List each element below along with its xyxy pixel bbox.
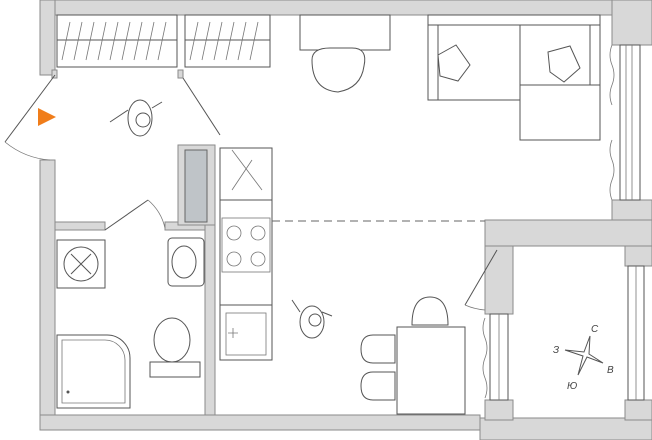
person-icon [291,299,333,339]
sofa [427,14,601,141]
person-icon [109,99,163,137]
compass-rose-icon [564,335,604,376]
cooktop [221,217,271,273]
compass: С В Ю З [553,324,614,392]
kitchen-sink [225,312,267,356]
walls [39,0,652,440]
washing-machine [56,239,106,289]
kitchen-counter [219,147,273,361]
desk [299,14,391,93]
dining-table [360,296,466,415]
compass-west: З [553,345,559,356]
balcony-door[interactable] [464,249,498,311]
wardrobe-left [56,14,178,68]
radiator [184,149,208,223]
entrance-marker-icon [38,108,56,126]
window-main [609,44,641,201]
entrance-door[interactable] [4,74,221,161]
compass-east: В [607,365,614,376]
window-balcony [482,265,645,401]
wardrobe-right [184,14,271,68]
compass-north: С [591,324,599,335]
bathroom [56,149,208,409]
toilet [149,317,201,378]
shower [56,334,131,409]
washbasin [167,237,205,287]
compass-south: Ю [567,381,577,392]
